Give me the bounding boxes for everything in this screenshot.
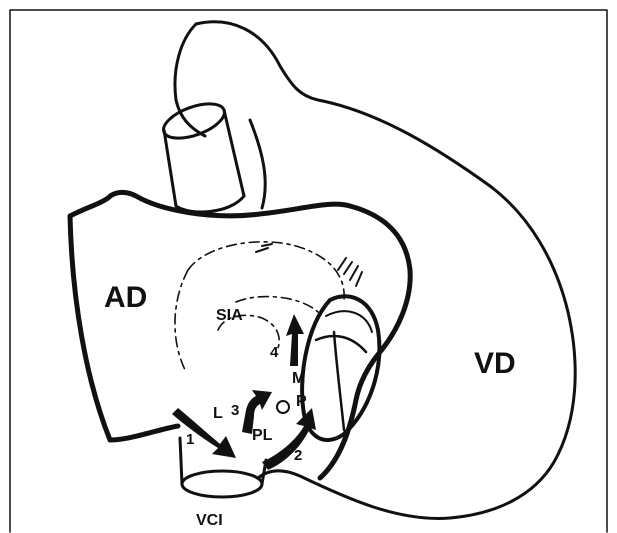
sia-arc (236, 297, 318, 312)
arrow-3-label: 3 (231, 402, 239, 419)
aorta-cylinder (159, 97, 244, 212)
small-circle (277, 401, 289, 413)
label-m: M (292, 370, 305, 387)
appendage-inner-2 (250, 120, 265, 208)
label-l: L (213, 405, 223, 422)
label-sia: SIA (216, 307, 243, 324)
label-pl: PL (252, 427, 273, 444)
fossa-outline-2 (175, 270, 188, 372)
appendage-inner (175, 24, 205, 136)
atrium-outline (70, 192, 410, 478)
arrow-4 (286, 314, 304, 366)
arrow-1-label: 1 (186, 431, 194, 448)
fossa-outline (188, 242, 344, 300)
label-vci: VCI (196, 512, 223, 529)
label-vd: VD (474, 347, 516, 380)
label-ad: AD (104, 281, 147, 314)
label-p: P (296, 393, 307, 410)
arrow-4-label: 4 (270, 344, 279, 361)
border-box (10, 10, 607, 532)
arrow-2-label: 2 (294, 447, 302, 464)
